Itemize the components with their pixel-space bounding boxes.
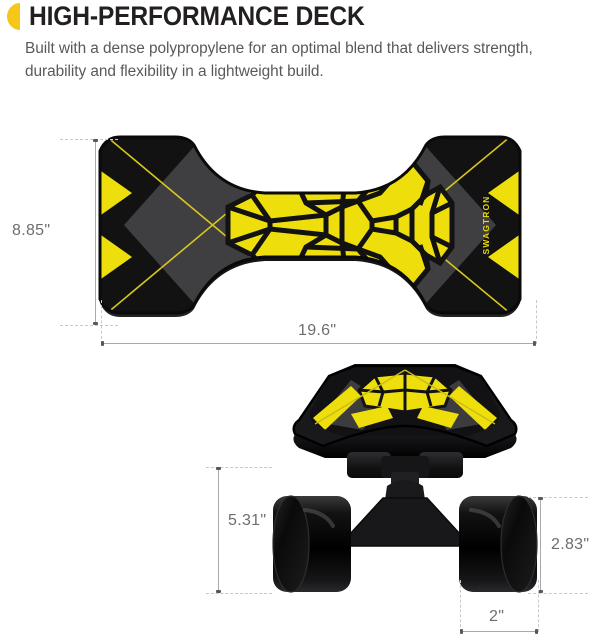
deck-height-label: 8.85" <box>12 222 51 239</box>
deck-surface <box>100 137 520 313</box>
page-subtitle: Built with a dense polypropylene for an … <box>25 40 533 80</box>
extension-line-bottom <box>60 324 118 326</box>
extension-line-right <box>537 580 539 632</box>
front-view-wheel-left <box>272 495 351 593</box>
dimension-line-vertical <box>538 497 543 593</box>
dimension-cap-left <box>460 629 463 634</box>
dimension-cap-bottom <box>93 322 98 325</box>
accent-bullet-icon <box>7 3 20 30</box>
front-view-wheel-right <box>459 495 538 593</box>
deck-center-graphic <box>225 152 455 298</box>
front-view-deck <box>292 364 518 458</box>
dimension-cap-right <box>533 341 536 346</box>
extension-line-right <box>535 300 537 344</box>
deck-brand-wordmark: SWAGTRON <box>481 196 491 255</box>
page-title: HIGH-PERFORMANCE DECK <box>29 1 365 31</box>
board-front-view-illustration <box>255 360 555 610</box>
dimension-line-horizontal <box>101 341 536 346</box>
dimension-cap-bottom <box>538 590 543 593</box>
extension-line-top <box>60 138 118 140</box>
extension-line-bottom <box>206 592 272 594</box>
deck-outline <box>98 135 522 315</box>
dimension-cap-right <box>535 629 538 634</box>
extension-line-left <box>459 580 461 632</box>
deck-top-view-illustration: SWAGTRON <box>80 125 540 325</box>
dimension-cap-top <box>216 467 221 470</box>
deck-yellow-wing-accents <box>100 169 520 281</box>
front-view-deck-graphic <box>309 364 501 436</box>
dimension-cap-left <box>101 341 104 346</box>
dimension-line-vertical <box>93 139 98 325</box>
wheel-width-label: 2" <box>489 608 505 625</box>
dimension-cap-bottom <box>216 590 221 593</box>
title-row: HIGH-PERFORMANCE DECK <box>7 3 390 30</box>
extension-line-top <box>206 466 272 468</box>
deck-width-label: 19.6" <box>298 322 337 339</box>
dimension-line-vertical <box>216 467 221 593</box>
dimension-cap-top <box>93 139 98 142</box>
deck-ground-clearance-label: 5.31" <box>228 512 267 529</box>
extension-line-bottom <box>528 592 588 594</box>
dimension-line-horizontal <box>460 629 538 634</box>
dimension-cap-top <box>538 497 543 500</box>
wheel-diameter-label: 2.83" <box>551 536 590 553</box>
extension-line-top <box>528 496 588 498</box>
extension-line-left <box>100 300 102 344</box>
